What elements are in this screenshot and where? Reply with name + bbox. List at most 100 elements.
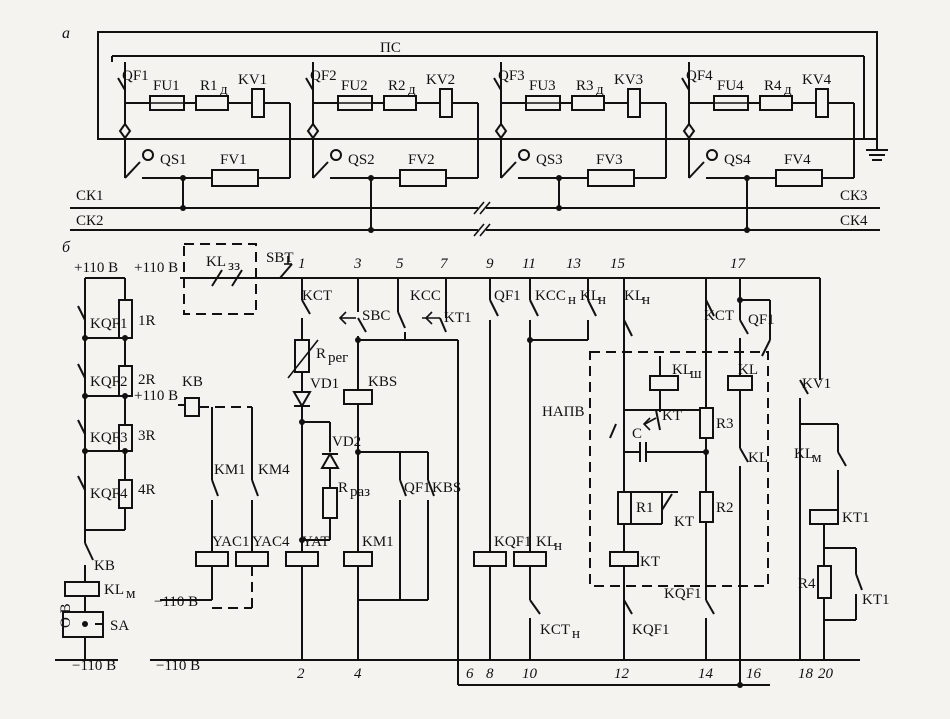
wire-15: 15: [610, 256, 626, 272]
kcth-sub: н: [572, 626, 580, 642]
wire-3: 3: [353, 256, 362, 272]
kt1-top-label: KT1: [444, 310, 472, 326]
wire-4: 4: [354, 666, 362, 682]
plus-110-kb: +110 В: [134, 388, 178, 404]
wire-14: 14: [698, 666, 714, 682]
vd2-label: VD2: [332, 434, 361, 450]
r1-label: R1: [200, 78, 218, 94]
wire-11: 11: [522, 256, 536, 272]
wire-7: 7: [440, 256, 449, 272]
section-b-label: б: [62, 239, 71, 256]
klh-coil-label: KL: [536, 534, 556, 550]
minus-110-left: −110 В: [72, 658, 116, 674]
labels-a: а ПС QF1 FU1 R1 д KV1 QS1 FV1 QF2 FU2 R2…: [62, 25, 868, 229]
kv3-label: KV3: [614, 72, 643, 88]
r1-napv-label: R1: [636, 500, 654, 516]
klh-top-label: KL: [580, 288, 600, 304]
kl-coil-label: KL: [738, 362, 758, 378]
klm-contact-sub: м: [812, 450, 822, 466]
kbs-coil-label: KBS: [368, 374, 397, 390]
ck3-label: СК3: [840, 188, 868, 204]
bus-ps-label: ПС: [380, 40, 401, 56]
kl-contact-label: KL: [748, 450, 768, 466]
r4r-label: 4R: [138, 482, 156, 498]
fu1-label: FU1: [153, 78, 180, 94]
kqf1-napv-label: KQF1: [664, 586, 702, 602]
ck1-label: СК1: [76, 188, 104, 204]
rraz-sub: раз: [350, 484, 370, 500]
wire-12: 12: [614, 666, 630, 682]
fu3-label: FU3: [529, 78, 556, 94]
fu4-label: FU4: [717, 78, 744, 94]
kbs-contact-label: KBS: [432, 480, 461, 496]
trip-coils: [160, 397, 269, 609]
busbars: [70, 201, 880, 237]
minus-110-bus: −110 В: [156, 658, 200, 674]
kt-coil-label: KT: [640, 554, 660, 570]
ck4-label: СК4: [840, 213, 868, 229]
column-klh: [513, 278, 597, 660]
klm-sub: м: [126, 586, 136, 602]
kt1-coil-label: KT1: [842, 510, 870, 526]
dc-buses: [150, 277, 860, 686]
r1r-label: 1R: [138, 313, 156, 329]
kcch-label: KCC: [535, 288, 566, 304]
sbc-label: SBC: [362, 308, 390, 324]
column-kbs: [338, 278, 458, 660]
wire-20: 20: [818, 666, 834, 682]
qs4-label: QS4: [724, 152, 751, 168]
kt-napv-label: KT: [674, 514, 694, 530]
klh-top-sub: н: [598, 292, 606, 308]
qf1-contact-label: QF1: [404, 480, 431, 496]
kb-coil-label: KB: [182, 374, 203, 390]
yat-label: YAT: [302, 534, 330, 550]
klm-label: KL: [104, 582, 124, 598]
qf1-col9-label: QF1: [494, 288, 521, 304]
klzz-block: [180, 243, 293, 315]
kl-col15-sub: н: [642, 292, 650, 308]
km1-contact-label: KM1: [214, 462, 246, 478]
wire-5: 5: [396, 256, 404, 272]
sbt-label: SBT: [266, 250, 294, 266]
kqf1-left-label: KQF1: [90, 316, 128, 332]
plus-110-left: +110 В: [74, 260, 118, 276]
kv1-contact-label: KV1: [802, 376, 831, 392]
r1-sub: д: [220, 82, 228, 98]
qs3-label: QS3: [536, 152, 563, 168]
vd1-label: VD1: [310, 376, 339, 392]
kqf-ladder: [55, 277, 133, 661]
kqf4-left-label: KQF4: [90, 486, 128, 502]
column-yat: [285, 278, 340, 660]
kcch-sub: н: [568, 292, 576, 308]
napv-label: НАПВ: [542, 404, 585, 420]
klzz-sub: зз: [228, 258, 240, 274]
feeder-4: [681, 62, 855, 230]
napv-block: [589, 278, 769, 660]
plus-110-klzz: +110 В: [134, 260, 178, 276]
kl-col15-label: KL: [624, 288, 644, 304]
section-a: [97, 31, 888, 161]
kt-contact-label: KT: [662, 408, 682, 424]
r2r-label: 2R: [138, 372, 156, 388]
qs2-label: QS2: [348, 152, 375, 168]
km4-label: KM4: [258, 462, 290, 478]
klh-coil-sub: н: [554, 538, 562, 554]
qf2-label: QF2: [310, 68, 337, 84]
r3-label: R3: [576, 78, 594, 94]
kcc-label: KCC: [410, 288, 441, 304]
kqf1-napv2-label: KQF1: [632, 622, 670, 638]
r4-label: R4: [764, 78, 782, 94]
section-a-label: а: [62, 25, 70, 42]
kv1-label: KV1: [238, 72, 267, 88]
qf4-label: QF4: [686, 68, 713, 84]
qs1-label: QS1: [160, 152, 187, 168]
qf1-label: QF1: [122, 68, 149, 84]
feeder-1: [117, 62, 291, 208]
kct-label: KCT: [302, 288, 332, 304]
klsh-label: KL: [672, 362, 692, 378]
column-kt1: [770, 277, 863, 660]
wire-1: 1: [298, 256, 306, 272]
r3-napv-label: R3: [716, 416, 734, 432]
km1-coil-label: KM1: [362, 534, 394, 550]
